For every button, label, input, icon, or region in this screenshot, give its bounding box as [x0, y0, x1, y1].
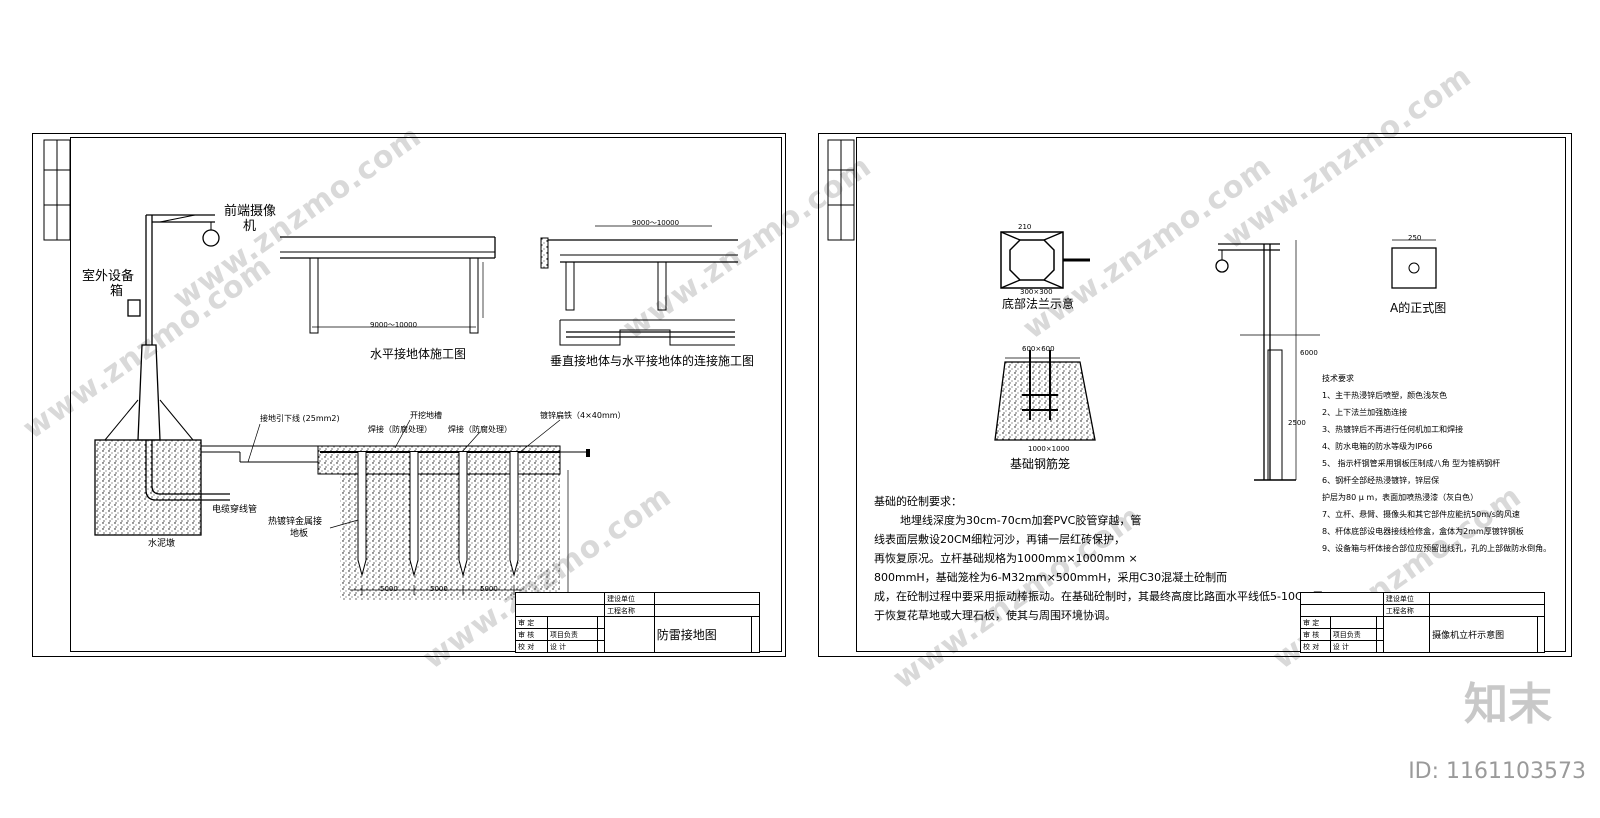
trench-label: 开挖地槽: [410, 411, 442, 420]
tb-row: 校 对: [1300, 640, 1331, 653]
foundation-line: 线表面层敷设20CM细粒河沙，再铺一层红砖保护，: [874, 533, 1126, 546]
tb-drawing-name: 摄像机立杆示意图: [1429, 616, 1538, 653]
dim-label: 250: [1408, 234, 1422, 242]
foundation-line: 于恢复花草地或大理石板，使其与周围环境协调。: [874, 609, 1116, 622]
tb-row: 项目负责: [546, 628, 598, 641]
camera-label: 前端摄像: [224, 204, 277, 219]
tech-item: 7、立杆、悬臂、摄像头和其它部件应能抗50m/s的风速: [1322, 510, 1520, 519]
tech-requirements: 技术要求 1、主干热浸锌后喷塑，颜色浅灰色 2、上下法兰加强筋连接 3、热镀锌后…: [1322, 370, 1551, 557]
horizontal-grounding-drawing: [280, 236, 496, 334]
left-drawing-frame: [70, 137, 782, 652]
tech-item: 5、 指示杆钢管采用钢板压制成八角 型为锥柄钢杆: [1322, 459, 1501, 468]
tb-row: 设 计: [546, 640, 598, 653]
dim-label: 9000～10000: [632, 219, 680, 227]
foundation-line: 地埋线深度为30cm-70cm加套PVC胶管穿越，管: [900, 514, 1142, 527]
tb-project: 工程名称: [1382, 604, 1431, 617]
flat-steel-label: 镀锌扁铁（4×40mm）: [540, 411, 626, 420]
foundation-line: 成，在砼制过程中要采用振动棒振动。在基础砼制时，其最终高度比路面水平线低5-10…: [874, 590, 1324, 603]
tb-row: 审 核: [515, 628, 548, 641]
brand-logo: 知末: [1464, 679, 1552, 730]
tech-heading: 技术要求: [1322, 374, 1354, 383]
foundation-cage-drawing: [994, 350, 1096, 441]
left-title-block: 建设单位 工程名称 审 定 防雷接地图 审 核项目负责 校 对设 计: [514, 592, 761, 653]
right-drawing-frame: [856, 137, 1566, 652]
dim-label: 1000×1000: [1028, 445, 1070, 453]
tb-row: 审 定: [515, 616, 548, 629]
flange-title: 底部法兰示意: [1002, 297, 1075, 311]
dim-label: 5000: [380, 585, 398, 593]
dim-label: 600×600: [1022, 345, 1055, 353]
outdoor-box-label: 室外设备: [82, 269, 135, 284]
dim-label: 9000～10000: [370, 321, 418, 329]
down-lead-label: 接地引下线 (25mm2): [260, 414, 340, 423]
tb-project: 工程名称: [604, 604, 655, 617]
front-view-a-drawing: [1391, 239, 1437, 289]
ground-electrodes: [357, 452, 519, 577]
tech-item: 护层为80 μ m，表面加喷热浸漆（灰白色）: [1322, 493, 1479, 502]
camera-pole-side-view: [1215, 240, 1320, 481]
dim-label: 5000: [430, 585, 448, 593]
bottom-flange-drawing: [1000, 231, 1090, 289]
dim-label: 2500: [1288, 419, 1306, 427]
tb-row: 审 核: [1300, 628, 1331, 641]
tb-design-unit: 建设单位: [1382, 592, 1431, 605]
tb-row: 校 对: [515, 640, 548, 653]
connection-title: 垂直接地体与水平接地体的连接施工图: [550, 354, 755, 368]
tb-row: 项目负责: [1329, 628, 1377, 641]
connection-drawing: [540, 225, 738, 346]
left-drawing-sheet: [32, 133, 786, 657]
tech-item: 4、防水电箱的防水等级为IP66: [1322, 442, 1433, 451]
tb-drawing-name: 防雷接地图: [653, 616, 753, 653]
foundation-heading: 基础的砼制要求：: [874, 495, 962, 508]
concrete-label: 水泥墩: [148, 539, 176, 549]
tech-item: 9、设备箱与杆体接合部位应预留出线孔，孔的上部做防水倒角。: [1322, 544, 1552, 553]
dim-label: 6000: [1300, 349, 1318, 357]
foundation-line: 800mmH，基础笼栓为6-M32mm×500mmH，采用C30混凝土砼制而: [874, 571, 1228, 584]
weld-label-2: 焊接（防腐处理）: [448, 425, 512, 434]
tb-design-unit: 建设单位: [604, 592, 655, 605]
foundation-line: 再恢复原况。立杆基础规格为1000mm×1000mm ×: [874, 552, 1138, 565]
dim-label: 5000: [480, 585, 498, 593]
camera-pole: [104, 214, 220, 441]
right-title-block: 建设单位 工程名称 审 定 摄像机立杆示意图 审 核项目负责 校 对设 计: [1300, 592, 1546, 653]
dim-label: 210: [1018, 223, 1032, 231]
dim-label: 300×300: [1020, 288, 1053, 296]
cable-pipe-label: 电缆穿线管: [212, 505, 258, 515]
weld-label-1: 焊接（防腐处理）: [368, 425, 432, 434]
horizontal-grounding-title: 水平接地体施工图: [370, 347, 467, 361]
front-view-title: A的正式图: [1390, 301, 1447, 315]
tech-item: 1、主干热浸锌后喷塑，颜色浅灰色: [1322, 391, 1448, 400]
tb-row: 设 计: [1329, 640, 1377, 653]
image-id: ID: 1161103573: [1408, 759, 1586, 784]
tech-item: 3、热镀锌后不再进行任何机加工和焊接: [1322, 425, 1464, 434]
metal-plate-label: 热镀锌金属接: [268, 517, 323, 527]
right-drawing-sheet: [818, 133, 1572, 657]
cage-title: 基础钢筋笼: [1010, 457, 1071, 471]
tb-row: 审 定: [1300, 616, 1331, 629]
tech-item: 8、杆体底部设电器接线检修盒，盒体为2mm厚镀锌钢板: [1322, 527, 1524, 536]
camera-label-2: 机: [243, 219, 257, 234]
tech-item: 2、上下法兰加强筋连接: [1322, 408, 1408, 417]
metal-plate-label-2: 地板: [290, 529, 309, 539]
tech-item: 6、钢杆全部经热浸镀锌，锌层保: [1322, 476, 1440, 485]
outdoor-box-label-2: 箱: [110, 284, 124, 299]
foundation-requirements: 基础的砼制要求： 地埋线深度为30cm-70cm加套PVC胶管穿越，管 线表面层…: [874, 492, 1323, 625]
